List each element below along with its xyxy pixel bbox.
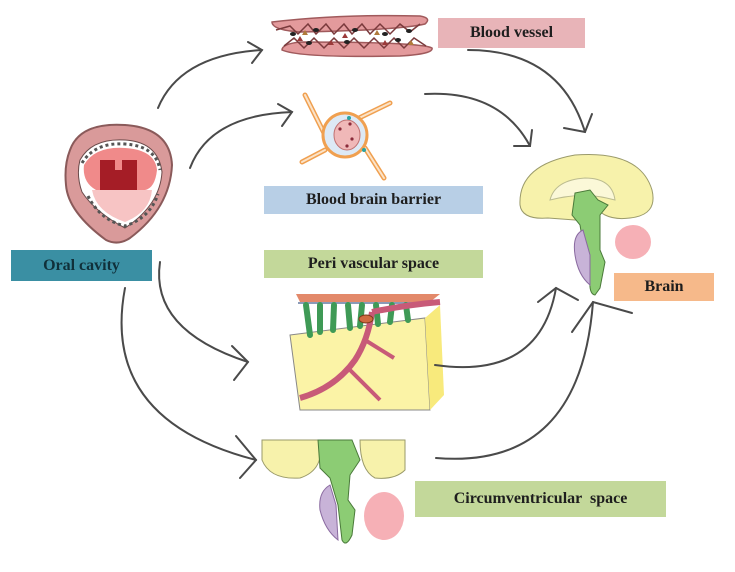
circumventricular-space-label: Circumventricular space [415, 481, 666, 517]
arrow-peri-to-brain [434, 286, 579, 369]
blood-vessel-label: Blood vessel [438, 18, 585, 48]
open-mouth-illustration [64, 123, 174, 244]
arrow-blood-vessel-to-brain [467, 49, 593, 134]
bbb-cell-illustration [299, 92, 393, 181]
brain-sagittal-illustration [519, 153, 654, 296]
blood-vessel-illustration [271, 14, 433, 58]
brain-label: Brain [614, 273, 714, 301]
oral-cavity-label: Oral cavity [11, 250, 152, 281]
arrow-oral-to-circ [120, 287, 258, 479]
peri-vascular-space-label: Peri vascular space [264, 250, 483, 278]
arrow-oral-to-bbb [189, 103, 294, 169]
perivascular-tissue-illustration [289, 294, 444, 411]
arrow-circ-to-brain [435, 300, 633, 460]
brain-section-illustration [261, 439, 406, 544]
arrow-oral-to-peri [158, 261, 250, 381]
arrow-oral-to-blood-vessel [157, 41, 264, 109]
arrow-bbb-to-brain [424, 92, 533, 147]
blood-brain-barrier-label: Blood brain barrier [264, 186, 483, 214]
